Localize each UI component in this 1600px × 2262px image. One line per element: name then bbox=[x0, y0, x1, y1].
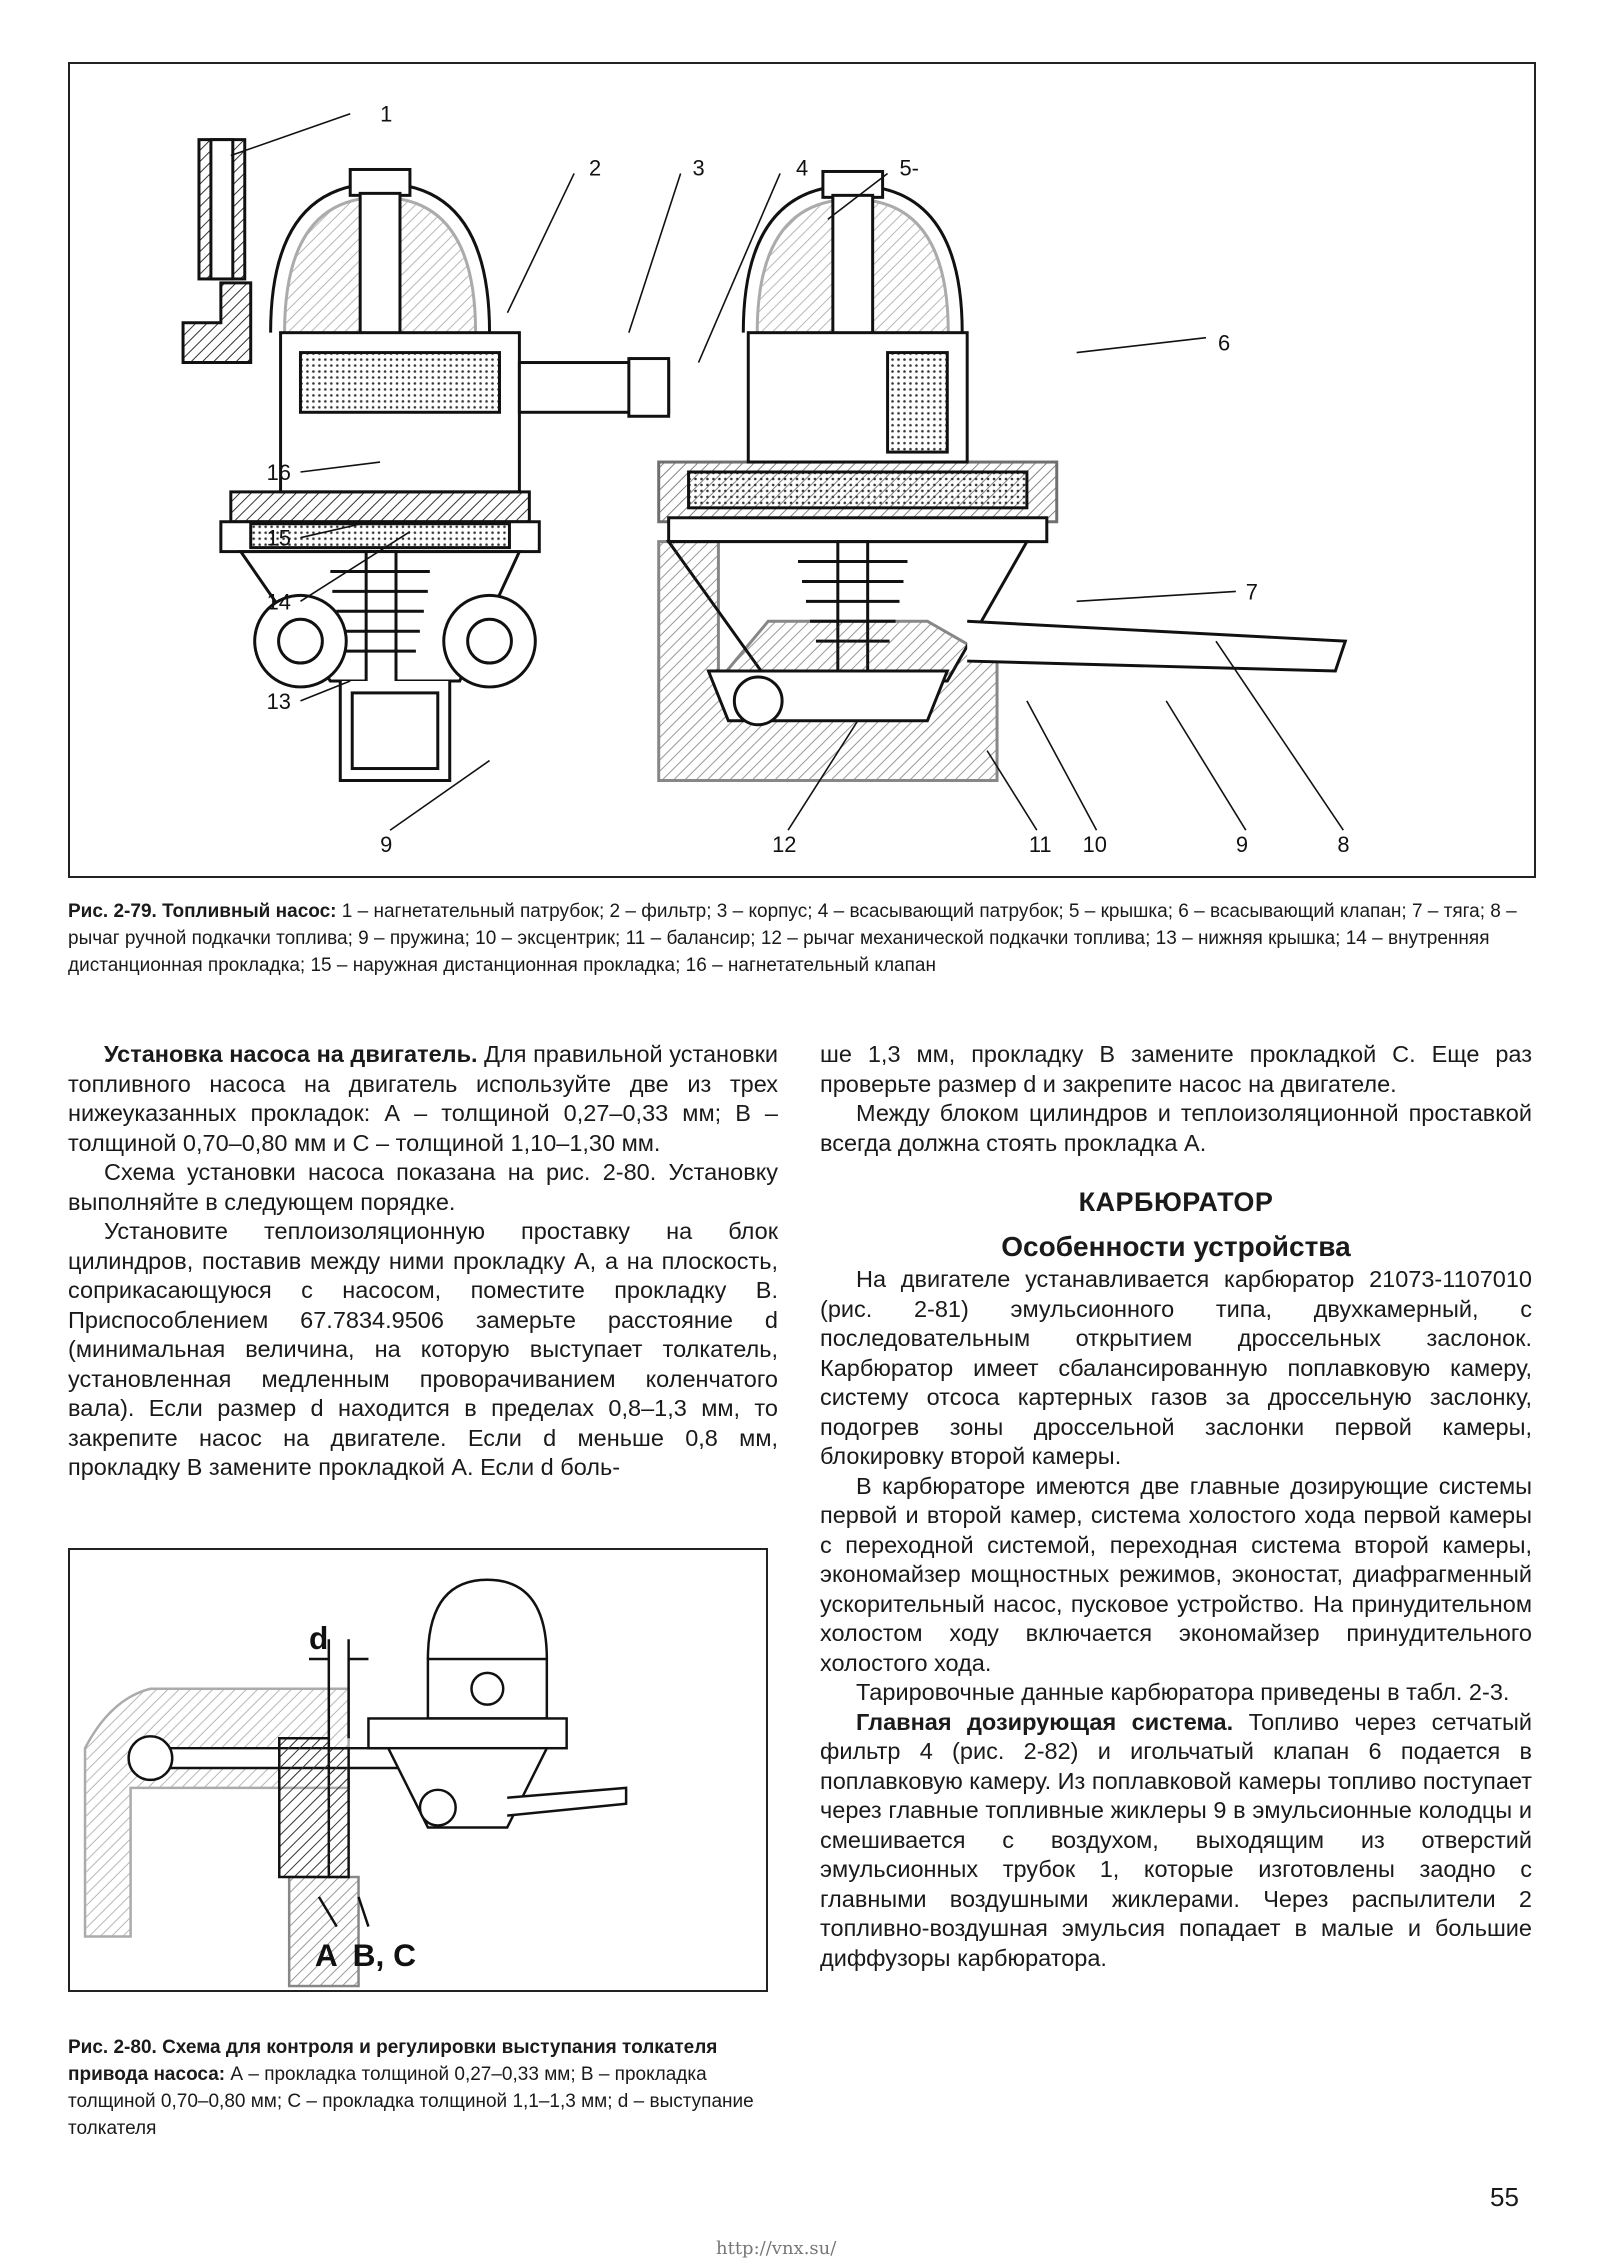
paragraph: На двигателе устанавливается карбюратор … bbox=[820, 1266, 1532, 1469]
figure-pusher-check: d A B, C bbox=[68, 1548, 768, 1992]
caption-label: Рис. 2-80. Схема для контроля и регулиро… bbox=[68, 2037, 718, 2085]
label-d: d bbox=[309, 1620, 328, 1656]
caption-text: 1 – нагнетательный патрубок; 2 – фильтр;… bbox=[68, 901, 1517, 976]
callout-5: 5- bbox=[900, 155, 919, 180]
paragraph-text: Топливо через сетчатый фильтр 4 (рис. 2-… bbox=[820, 1708, 1533, 1971]
callout-3: 3 bbox=[693, 155, 705, 180]
paragraph-main-system: Главная дозирующая система. Топливо чере… bbox=[820, 1708, 1532, 1974]
right-column: ше 1,3 мм, прокладку В замените прокладк… bbox=[820, 1040, 1532, 1973]
callout-numbers: 1 2 3 4 5- 6 7 8 9 10 11 12 13 14 15 16 … bbox=[267, 102, 1350, 857]
callout-1: 1 bbox=[380, 102, 392, 127]
callout-15: 15 bbox=[267, 526, 291, 551]
page-number: 55 bbox=[1490, 2182, 1519, 2212]
callout-12: 12 bbox=[772, 832, 796, 857]
callout-9-left: 9 bbox=[380, 832, 392, 857]
callout-6: 6 bbox=[1218, 331, 1230, 356]
footer-url: http://vnx.su/ bbox=[716, 2238, 837, 2259]
paragraph: Схема установки насоса показана на рис. … bbox=[68, 1159, 778, 1215]
section-heading: КАРБЮРАТОР bbox=[1078, 1187, 1274, 1217]
figure-fuel-pump: 1 2 3 4 5- 6 7 8 9 10 11 12 13 14 15 16 … bbox=[68, 62, 1536, 878]
paragraph: Тарировочные данные карбюратора приведен… bbox=[856, 1679, 1510, 1705]
paragraph-text: Для правильной установки топливного насо… bbox=[68, 1041, 778, 1156]
paragraph-heading: Главная дозирующая система. bbox=[856, 1708, 1234, 1735]
caption-text: А – прокладка толщиной 0,27–0,33 мм; В –… bbox=[68, 2064, 754, 2139]
caption-label: Рис. 2-79. Топливный насос: bbox=[68, 901, 337, 922]
paragraph: В карбюраторе имеются две главные дозиру… bbox=[820, 1472, 1532, 1676]
callout-16: 16 bbox=[267, 460, 291, 485]
paragraph: Между блоком цилиндров и теплоизоляционн… bbox=[820, 1100, 1532, 1156]
callout-2: 2 bbox=[589, 155, 601, 180]
paragraph: ше 1,3 мм, прокладку В замените прокладк… bbox=[820, 1041, 1532, 1097]
callout-11: 11 bbox=[1029, 832, 1052, 857]
paragraph-heading: Установка насоса на двигатель. bbox=[104, 1041, 478, 1067]
label-a: A bbox=[315, 1937, 338, 1973]
callout-13: 13 bbox=[267, 689, 291, 714]
paragraph-installation: Установка насоса на двигатель. Для прави… bbox=[68, 1040, 778, 1158]
callout-8: 8 bbox=[1337, 832, 1349, 857]
figure-2-79-caption: Рис. 2-79. Топливный насос: 1 – нагнетат… bbox=[68, 898, 1536, 979]
label-b-c: B, C bbox=[353, 1937, 417, 1973]
callout-7: 7 bbox=[1246, 579, 1258, 604]
right-pump-section bbox=[657, 169, 1348, 782]
subsection-heading: Особенности устройства bbox=[1001, 1230, 1351, 1262]
callout-4: 4 bbox=[796, 155, 808, 180]
pusher-check-drawing: d A B, C bbox=[83, 1578, 628, 1988]
callout-10: 10 bbox=[1083, 832, 1107, 857]
left-column: Установка насоса на двигатель. Для прави… bbox=[68, 1040, 778, 1483]
callout-9-right: 9 bbox=[1236, 832, 1248, 857]
paragraph: Установите теплоизоляционную проставку н… bbox=[68, 1218, 778, 1480]
figure-2-80-caption: Рис. 2-80. Схема для контроля и регулиро… bbox=[68, 2034, 768, 2142]
left-pump-section bbox=[181, 138, 671, 782]
fuel-pump-drawing: 1 2 3 4 5- 6 7 8 9 10 11 12 13 14 15 16 … bbox=[181, 102, 1350, 857]
callout-leaders bbox=[230, 113, 1344, 831]
callout-14: 14 bbox=[267, 589, 291, 614]
